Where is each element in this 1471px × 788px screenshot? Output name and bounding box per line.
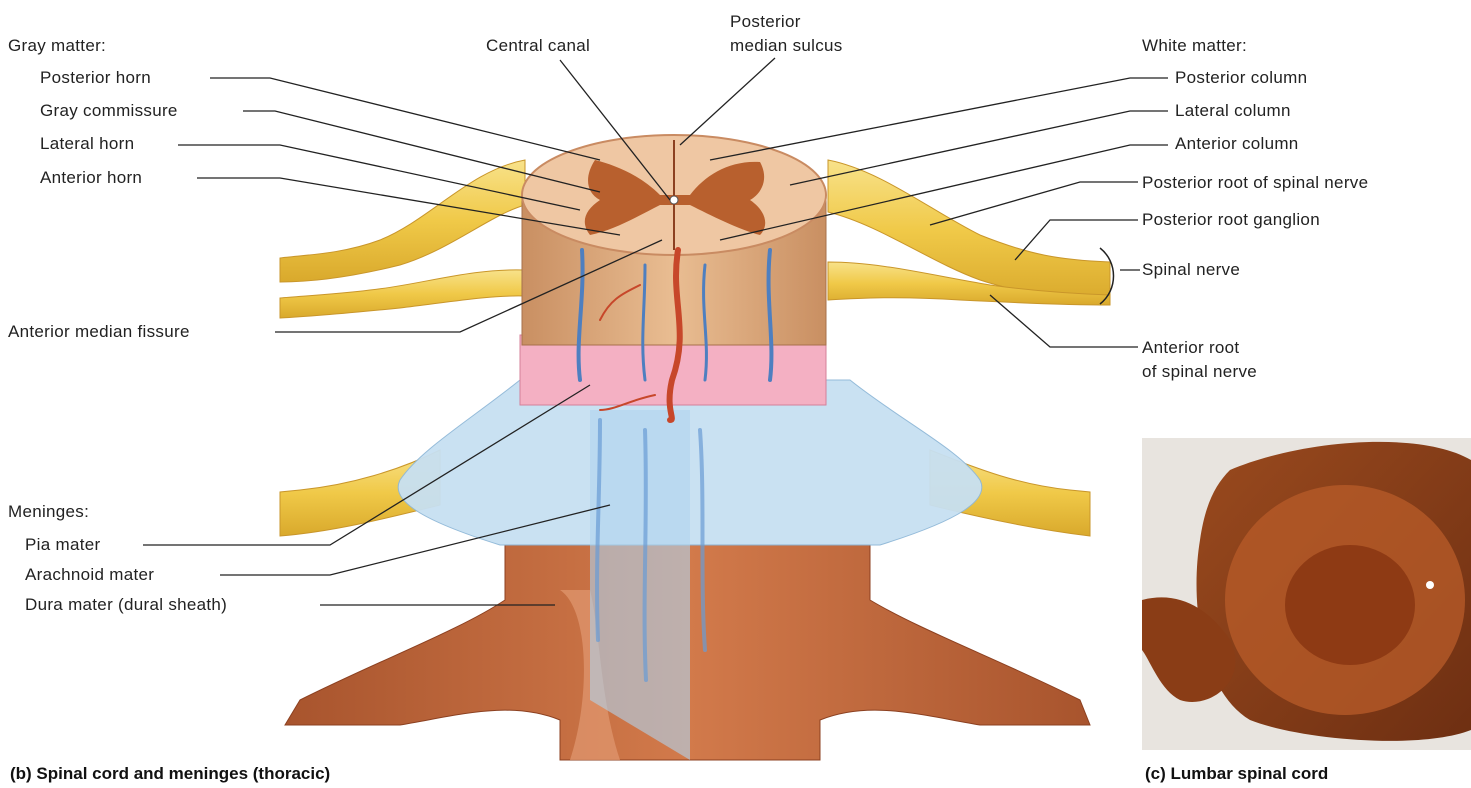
- gray-commissure-label: Gray commissure: [40, 101, 178, 121]
- caption-b: (b) Spinal cord and meninges (thoracic): [10, 764, 330, 784]
- anterior-root-label-2: of spinal nerve: [1142, 362, 1257, 382]
- lateral-horn-label: Lateral horn: [40, 134, 134, 154]
- anterior-root-label-1: Anterior root: [1142, 338, 1239, 358]
- lumbar-cord-photo: [1142, 438, 1471, 750]
- posterior-median-sulcus-label-1: Posterior: [730, 12, 801, 32]
- lateral-column-label: Lateral column: [1175, 101, 1291, 121]
- pia-mater-label: Pia mater: [25, 535, 100, 555]
- posterior-column-label: Posterior column: [1175, 68, 1307, 88]
- caption-c: (c) Lumbar spinal cord: [1145, 764, 1328, 784]
- spinal-nerve-label: Spinal nerve: [1142, 260, 1240, 280]
- anterior-median-fissure-label: Anterior median fissure: [8, 322, 190, 342]
- posterior-root-ganglion-label: Posterior root ganglion: [1142, 210, 1320, 230]
- anterior-column-label: Anterior column: [1175, 134, 1299, 154]
- central-canal-label: Central canal: [486, 36, 590, 56]
- meninges-heading: Meninges:: [8, 502, 89, 522]
- gray-matter-heading: Gray matter:: [8, 36, 106, 56]
- dura-mater-label: Dura mater (dural sheath): [25, 595, 227, 615]
- anterior-horn-label: Anterior horn: [40, 168, 142, 188]
- white-matter-heading: White matter:: [1142, 36, 1247, 56]
- posterior-root-spinal-nerve-label: Posterior root of spinal nerve: [1142, 173, 1368, 193]
- posterior-median-sulcus-label-2: median sulcus: [730, 36, 843, 56]
- posterior-horn-label: Posterior horn: [40, 68, 151, 88]
- arachnoid-mater-label: Arachnoid mater: [25, 565, 154, 585]
